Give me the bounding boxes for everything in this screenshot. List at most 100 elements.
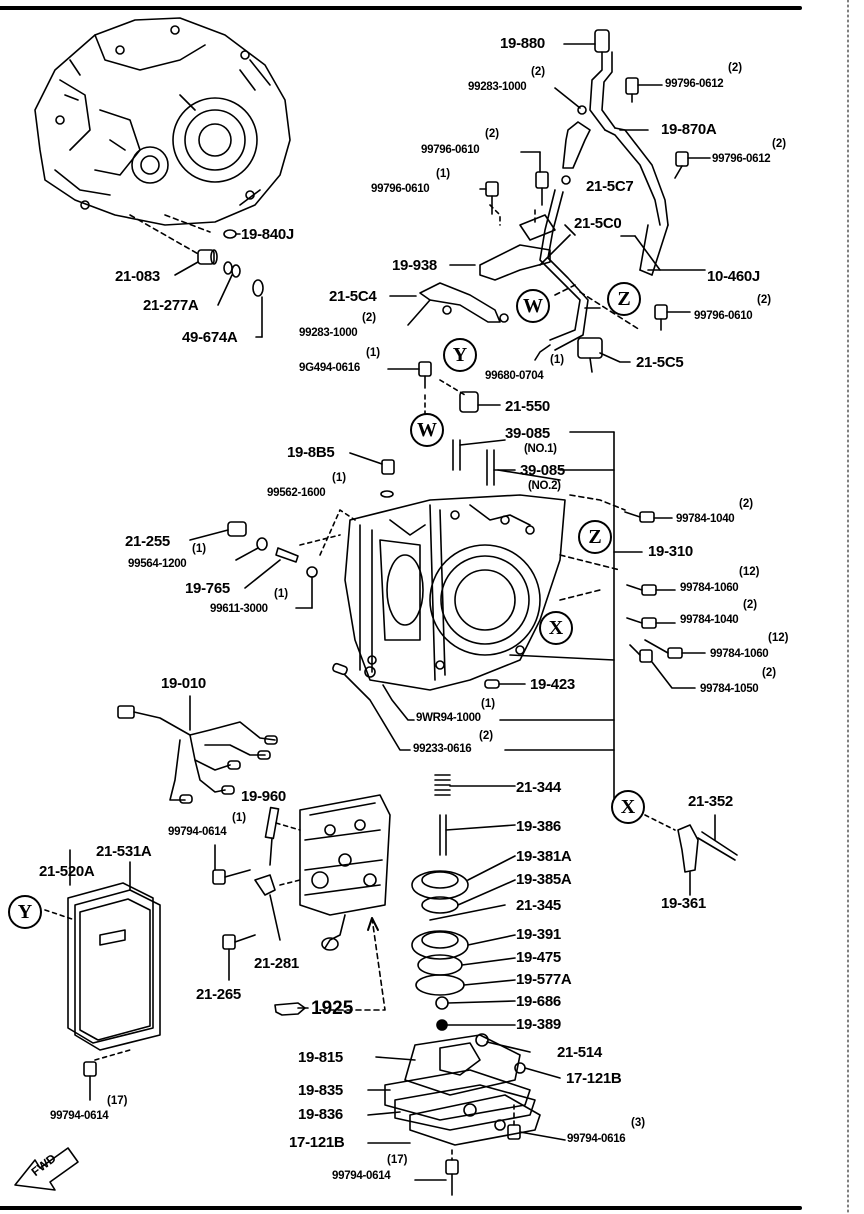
part-19-389[interactable]: 19-389: [516, 1016, 561, 1033]
part-99611-3000[interactable]: 99611-3000: [210, 603, 268, 615]
part-99283-1000-a[interactable]: 99283-1000: [468, 81, 527, 93]
part-19-870A[interactable]: 19-870A: [661, 121, 717, 138]
qty-99611-3000: (1): [274, 588, 289, 600]
part-19-386[interactable]: 19-386: [516, 818, 561, 835]
part-21-281[interactable]: 21-281: [254, 955, 299, 972]
part-19-385A[interactable]: 19-385A: [516, 871, 572, 888]
part-99562-1600[interactable]: 99562-1600: [267, 487, 326, 499]
part-17-121B-b[interactable]: 17-121B: [289, 1134, 345, 1151]
part-21-5C7[interactable]: 21-5C7: [586, 178, 634, 195]
qty-99796-0612-b: (2): [772, 138, 787, 150]
part-19-381A[interactable]: 19-381A: [516, 848, 572, 865]
part-21-514[interactable]: 21-514: [557, 1044, 602, 1061]
part-99796-0610-c[interactable]: 99796-0610: [694, 310, 753, 322]
part-19-835[interactable]: 19-835: [298, 1082, 343, 1099]
part-21-345[interactable]: 21-345: [516, 897, 561, 914]
part-49-674A[interactable]: 49-674A: [182, 329, 238, 346]
part-21-344[interactable]: 21-344: [516, 779, 561, 796]
part-99796-0610-b[interactable]: 99796-0610: [371, 183, 430, 195]
part-19-423[interactable]: 19-423: [530, 676, 575, 693]
callout-x-case: X: [539, 611, 573, 645]
part-17-121B-a[interactable]: 17-121B: [566, 1070, 622, 1087]
part-19-686[interactable]: 19-686: [516, 993, 561, 1010]
part-9G494-0616[interactable]: 9G494-0616: [299, 362, 360, 374]
part-19-960[interactable]: 19-960: [241, 788, 286, 805]
callout-w-case: W: [410, 413, 444, 447]
part-21-255[interactable]: 21-255: [125, 533, 170, 550]
part-99784-1040-b[interactable]: 99784-1040: [680, 614, 739, 626]
part-21-277A[interactable]: 21-277A: [143, 297, 199, 314]
part-99796-0612-b[interactable]: 99796-0612: [712, 153, 771, 165]
part-10-460J[interactable]: 10-460J: [707, 268, 760, 285]
qty-99784-1060-b: (12): [768, 632, 789, 644]
part-21-5C0[interactable]: 21-5C0: [574, 215, 622, 232]
part-19-475[interactable]: 19-475: [516, 949, 561, 966]
part-19-938[interactable]: 19-938: [392, 257, 437, 274]
part-21-5C4[interactable]: 21-5C4: [329, 288, 377, 305]
part-19-010[interactable]: 19-010: [161, 675, 206, 692]
part-99784-1050[interactable]: 99784-1050: [700, 683, 759, 695]
part-19-361[interactable]: 19-361: [661, 895, 706, 912]
part-99794-0614-c[interactable]: 99794-0614: [332, 1170, 391, 1182]
part-21-520A[interactable]: 21-520A: [39, 863, 95, 880]
part-99796-0610-a[interactable]: 99796-0610: [421, 144, 480, 156]
part-19-880[interactable]: 19-880: [500, 35, 545, 52]
part-19-577A[interactable]: 19-577A: [516, 971, 572, 988]
part-99794-0614-b[interactable]: 99794-0614: [50, 1110, 109, 1122]
callout-x-right: X: [611, 790, 645, 824]
part-99794-0614-a[interactable]: 99794-0614: [168, 826, 227, 838]
part-99680-0704[interactable]: 99680-0704: [485, 370, 544, 382]
qty-99784-1060-a: (12): [739, 566, 760, 578]
transaxle-overview-drawing: [34, 17, 291, 226]
part-21-550[interactable]: 21-550: [505, 398, 550, 415]
part-19-391[interactable]: 19-391: [516, 926, 561, 943]
qty-99796-0612-a: (2): [728, 62, 743, 74]
qty-99796-0610-b: (1): [436, 168, 451, 180]
part-21-083[interactable]: 21-083: [115, 268, 160, 285]
part-19-765[interactable]: 19-765: [185, 580, 230, 597]
part-21-5C5[interactable]: 21-5C5: [636, 354, 684, 371]
callout-y-top: Y: [443, 338, 477, 372]
part-19-836[interactable]: 19-836: [298, 1106, 343, 1123]
qty-99784-1040-a: (2): [739, 498, 754, 510]
part-99784-1060-b[interactable]: 99784-1060: [710, 648, 769, 660]
qty-99233-0616: (2): [479, 730, 494, 742]
qty-99794-0614-a: (1): [232, 812, 247, 824]
part-99784-1060-a[interactable]: 99784-1060: [680, 582, 739, 594]
qty-99680-0704: (1): [550, 354, 565, 366]
part-99794-0616[interactable]: 99794-0616: [567, 1133, 626, 1145]
part-19-310[interactable]: 19-310: [648, 543, 693, 560]
part-99564-1200[interactable]: 99564-1200: [128, 558, 187, 570]
part-21-265[interactable]: 21-265: [196, 986, 241, 1003]
part-99233-0616[interactable]: 99233-0616: [413, 743, 472, 755]
part-99784-1040-a[interactable]: 99784-1040: [676, 513, 735, 525]
part-39-085-no2[interactable]: 39-085: [520, 462, 565, 479]
part-99796-0612-a[interactable]: 99796-0612: [665, 78, 724, 90]
wiring-harness-drawing: [117, 695, 278, 804]
note-39-085-no2: (NO.2): [528, 480, 561, 492]
oil-pan-drawing: [367, 1033, 566, 1196]
valve-body-drawing: [212, 794, 391, 1011]
transaxle-case-drawing: [344, 494, 566, 691]
part-9WR94-1000[interactable]: 9WR94-1000: [416, 712, 481, 724]
qty-99784-1040-b: (2): [743, 599, 758, 611]
qty-99796-0610-a: (2): [485, 128, 500, 140]
center-stack-drawing: [411, 774, 516, 1031]
qty-99796-0610-c: (2): [757, 294, 772, 306]
reference-1925[interactable]: 1925: [311, 998, 354, 1019]
part-99283-1000-b[interactable]: 99283-1000: [299, 327, 358, 339]
qty-99283-1000-b: (2): [362, 312, 377, 324]
part-19-840J[interactable]: 19-840J: [241, 226, 294, 243]
part-19-815[interactable]: 19-815: [298, 1049, 343, 1066]
part-19-8B5[interactable]: 19-8B5: [287, 444, 335, 461]
oil-pipes-drawing: [387, 29, 711, 389]
part-39-085-no1[interactable]: 39-085: [505, 425, 550, 442]
part-21-531A[interactable]: 21-531A: [96, 843, 152, 860]
qty-99784-1050: (2): [762, 667, 777, 679]
qty-9WR94-1000: (1): [481, 698, 496, 710]
qty-99794-0614-b: (17): [107, 1095, 128, 1107]
part-21-352[interactable]: 21-352: [688, 793, 733, 810]
qty-99794-0616: (3): [631, 1117, 646, 1129]
